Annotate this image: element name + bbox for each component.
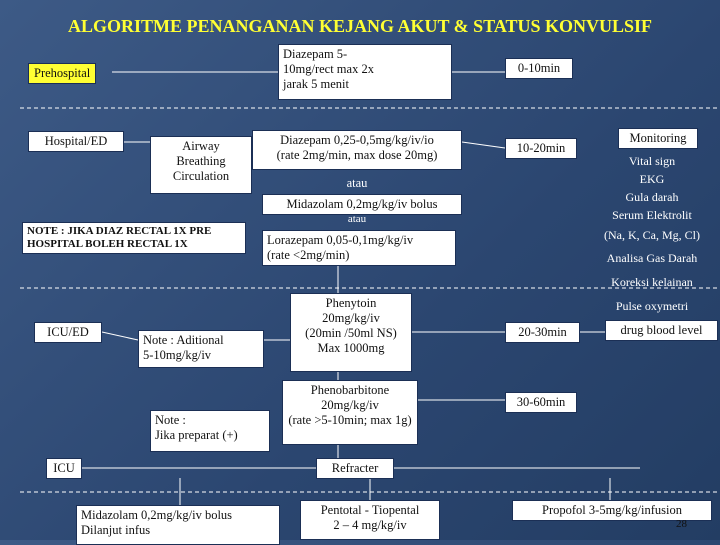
time-0-10: 0-10min	[505, 58, 573, 79]
or-label-2: atau	[347, 213, 367, 225]
monitoring-item: (Na, K, Ca, Mg, Cl)	[604, 228, 700, 242]
diazepam-rectal-box: Diazepam 5- 10mg/rect max 2x jarak 5 men…	[278, 44, 452, 100]
phenobarbitone-box: Phenobarbitone 20mg/kg/iv (rate >5-10min…	[282, 380, 418, 445]
monitoring-item: EKG	[639, 172, 665, 186]
monitoring-list: Vital sign EKG Gula darah Serum Elektrol…	[585, 152, 719, 318]
midazolam-box: Midazolam 0,2mg/kg/iv bolus	[262, 194, 462, 215]
time-30-60: 30-60min	[505, 392, 577, 413]
propofol-box: Propofol 3-5mg/kg/infusion	[512, 500, 712, 521]
monitoring-item: Gula darah	[625, 190, 679, 204]
note-diazepam: NOTE : JIKA DIAZ RECTAL 1X PRE HOSPITAL …	[22, 222, 246, 254]
drug-level-box: drug blood level	[605, 320, 718, 341]
monitoring-heading: Monitoring	[618, 128, 698, 149]
page-number: 28	[676, 518, 687, 530]
stage-prehospital: Prehospital	[28, 63, 97, 84]
midazolam-infus-box: Midazolam 0,2mg/kg/iv bolus Dilanjut inf…	[76, 505, 280, 545]
monitoring-item: Vital sign	[628, 154, 676, 168]
page-title: ALGORITME PENANGANAN KEJANG AKUT & STATU…	[67, 16, 653, 36]
abc-box: Airway Breathing Circulation	[150, 136, 252, 194]
phenytoin-box: Phenytoin 20mg/kg/iv (20min /50ml NS) Ma…	[290, 293, 412, 372]
refracter-box: Refracter	[316, 458, 394, 479]
monitoring-item: Pulse oxymetri	[615, 299, 689, 313]
or-label-1: atau	[346, 176, 368, 190]
diazepam-iv-box: Diazepam 0,25-0,5mg/kg/iv/io (rate 2mg/m…	[252, 130, 462, 170]
pentotal-box: Pentotal - Tiopental 2 – 4 mg/kg/iv	[300, 500, 440, 540]
time-10-20: 10-20min	[505, 138, 577, 159]
stage-icu-ed: ICU/ED	[34, 322, 102, 343]
lorazepam-box: Lorazepam 0,05-0,1mg/kg/iv (rate <2mg/mi…	[262, 230, 456, 266]
time-20-30: 20-30min	[505, 322, 580, 343]
note-aditional: Note : Aditional 5-10mg/kg/iv	[138, 330, 264, 368]
note-preparat: Note : Jika preparat (+)	[150, 410, 270, 452]
stage-hospital: Hospital/ED	[28, 131, 124, 152]
stage-icu: ICU	[46, 458, 82, 479]
monitoring-item: Serum Elektrolit	[612, 208, 692, 222]
monitoring-item: Analisa Gas Darah	[606, 251, 698, 265]
monitoring-item: Koreksi kelainan	[611, 275, 693, 289]
